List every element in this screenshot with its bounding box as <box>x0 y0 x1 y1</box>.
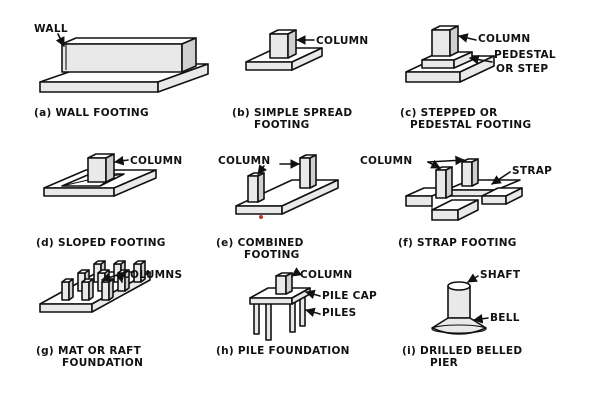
panel-strap-footing: COLUMN STRAP (f) STRAP FOOTING <box>360 155 552 249</box>
wall-label: WALL <box>34 23 68 35</box>
columns-label-g: COLUMNS <box>122 269 182 281</box>
shaft-leader <box>467 273 479 283</box>
strap-footing-drawing <box>405 158 523 221</box>
column-leader-d <box>114 155 129 166</box>
sloped-footing-drawing <box>43 153 157 197</box>
mat-column <box>61 278 74 301</box>
caption-c-line2: PEDESTAL FOOTING <box>410 119 531 131</box>
panel-simple-spread-footing: COLUMN (b) SIMPLE SPREAD FOOTING <box>232 29 369 131</box>
pile-cap-leader <box>305 289 321 299</box>
column-label-d: COLUMN <box>130 155 183 167</box>
column-leader-c <box>458 33 477 43</box>
panel-drilled-belled-pier: SHAFT BELL (i) DRILLED BELLED PIER <box>402 269 522 369</box>
column-leader-f2 <box>427 155 465 166</box>
column-label-e: COLUMN <box>218 155 271 167</box>
red-mark <box>259 215 263 219</box>
caption-b-line1: (b) SIMPLE SPREAD <box>232 107 352 119</box>
panel-wall-footing: WALL (a) WALL FOOTING <box>34 23 209 119</box>
piles-leader <box>305 307 321 317</box>
strap-label: STRAP <box>512 165 552 177</box>
caption-e-line2: FOOTING <box>244 249 300 261</box>
mat-column <box>133 260 146 283</box>
columns-leader-2 <box>115 272 125 283</box>
column-label-f: COLUMN <box>360 155 413 167</box>
column-label-c: COLUMN <box>478 33 531 45</box>
simple-spread-drawing <box>245 29 323 71</box>
strap-leader <box>491 171 511 185</box>
mat-column <box>81 278 94 301</box>
mat-column <box>101 278 114 301</box>
piles-label: PILES <box>322 307 357 319</box>
drilled-belled-pier-drawing <box>431 281 487 335</box>
caption-c-line1: (c) STEPPED OR <box>400 107 498 119</box>
caption-a: (a) WALL FOOTING <box>34 107 149 119</box>
column-leader-e1 <box>257 164 268 175</box>
column-label-h: COLUMN <box>300 269 353 281</box>
or-step-label: OR STEP <box>496 63 548 75</box>
pedestal-leader <box>469 54 493 65</box>
caption-e-line1: (e) COMBINED <box>216 237 304 249</box>
panel-mat-foundation: COLUMNS (g) MAT OR RAFT FOUNDATION <box>36 260 182 369</box>
wall-footing-drawing <box>39 37 209 93</box>
caption-i-line2: PIER <box>430 357 458 369</box>
caption-g-line2: FOUNDATION <box>62 357 143 369</box>
pedestal-label: PEDESTAL <box>494 49 556 61</box>
panel-sloped-footing: COLUMN (d) SLOPED FOOTING <box>36 153 183 249</box>
column-label-b: COLUMN <box>316 35 369 47</box>
column-leader-h <box>291 267 302 277</box>
panel-stepped-footing: COLUMN PEDESTAL OR STEP (c) STEPPED OR P… <box>400 25 556 131</box>
column-leader-f1 <box>427 159 441 169</box>
caption-i-line1: (i) DRILLED BELLED <box>402 345 522 357</box>
caption-g-line1: (g) MAT OR RAFT <box>36 345 142 357</box>
wall-leader <box>55 33 65 47</box>
caption-b-line2: FOOTING <box>254 119 310 131</box>
bell-label: BELL <box>490 312 520 324</box>
pile-cap-label: PILE CAP <box>322 290 377 302</box>
combined-footing-drawing <box>235 154 339 219</box>
caption-f: (f) STRAP FOOTING <box>398 237 517 249</box>
panel-pile-foundation: COLUMN PILE CAP PILES (h) PILE FOUNDATIO… <box>216 267 377 357</box>
shaft-label: SHAFT <box>480 269 521 281</box>
caption-d: (d) SLOPED FOOTING <box>36 237 166 249</box>
panel-combined-footing: COLUMN (e) COMBINED FOOTING <box>216 154 339 261</box>
pile-foundation-drawing <box>249 272 311 341</box>
bell-leader <box>473 314 489 324</box>
caption-h: (h) PILE FOUNDATION <box>216 345 350 357</box>
